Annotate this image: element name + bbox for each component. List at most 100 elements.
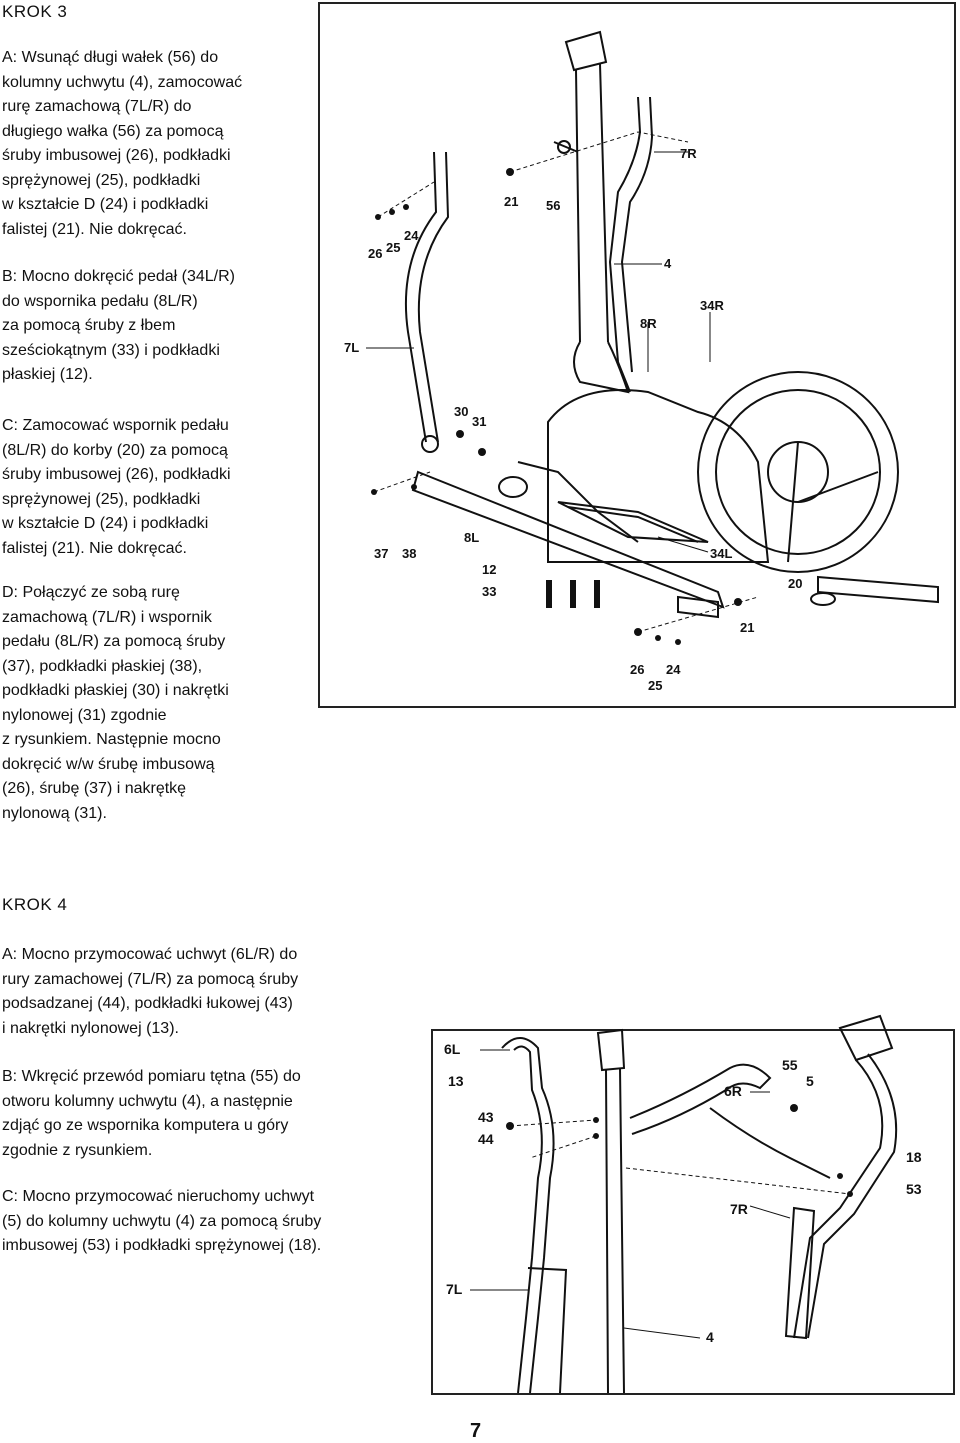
label-18: 18 <box>906 1149 922 1165</box>
console-bracket <box>596 1028 626 1072</box>
label-12: 12 <box>482 562 496 577</box>
label-4-step4: 4 <box>706 1329 714 1345</box>
page-number: 7 <box>470 1420 482 1442</box>
nut-31 <box>478 448 486 456</box>
leader-4-4 <box>623 1327 701 1339</box>
label-7R-step4: 7R <box>730 1201 748 1217</box>
label-24-top: 24 <box>404 228 419 243</box>
pedal-rail-left <box>411 470 725 609</box>
diagram-frame <box>318 2 956 708</box>
frame-housing <box>547 389 770 563</box>
washer-25-top <box>389 209 395 215</box>
pulse-wire-55 <box>790 1104 798 1112</box>
leader-34L <box>657 536 709 553</box>
step4-heading: KROK 4 <box>2 895 68 914</box>
step4-instruction-c: C: Mocno przymocować nieruchomy uchwyt (… <box>2 1188 322 1254</box>
label-4: 4 <box>664 256 672 271</box>
step4-diagram-svg: 6L 13 43 44 6R 55 5 18 53 7R 7L 4 <box>431 1014 955 1395</box>
label-26-bottom: 26 <box>630 662 644 677</box>
label-20: 20 <box>788 576 802 591</box>
label-53: 53 <box>906 1181 922 1197</box>
pedal-tread <box>567 506 699 543</box>
handle-6L-inner <box>513 1045 543 1394</box>
crank-arm <box>787 441 879 563</box>
rail-roller <box>498 476 528 498</box>
step4-instruction-b: B: Wkręcić przewód pomiaru tętna (55) do… <box>2 1068 301 1159</box>
label-5: 5 <box>806 1073 814 1089</box>
step3-diagram-svg: 7R 21 56 26 25 24 4 34R 8R 7L 30 31 8L 3… <box>318 2 956 708</box>
hex-bolt-33b <box>570 580 576 608</box>
label-34L: 34L <box>710 546 732 561</box>
fixed-handlebar-5 <box>629 1063 772 1135</box>
stabilizer-foot <box>810 592 836 606</box>
label-7R: 7R <box>680 146 697 161</box>
flywheel-cover <box>697 371 899 573</box>
diagram-frame-4 <box>431 1029 955 1395</box>
label-25-bottom: 25 <box>648 678 662 693</box>
wave-washer-21-bottom <box>734 598 742 606</box>
handle-6R <box>793 1053 898 1339</box>
washer-25-bottom <box>655 635 661 641</box>
label-26-top: 26 <box>368 246 382 261</box>
pedal-rail-right <box>517 461 639 543</box>
fixed-handlebar-5-lower <box>709 1107 831 1179</box>
label-13: 13 <box>448 1073 464 1089</box>
leader-bolt-53 <box>625 1167 851 1195</box>
rear-stabilizer <box>817 575 939 604</box>
label-33: 33 <box>482 584 496 599</box>
leader-shaft-line <box>509 131 689 173</box>
pedal-34L <box>557 501 709 543</box>
leader-7R-4 <box>749 1205 791 1219</box>
label-7L: 7L <box>344 340 359 355</box>
label-30: 30 <box>454 404 468 419</box>
arm-7L <box>527 1267 568 1394</box>
label-44: 44 <box>478 1131 494 1147</box>
shaft-end <box>557 140 571 154</box>
pedal-bracket-end <box>677 595 719 619</box>
label-38: 38 <box>402 546 416 561</box>
label-37: 37 <box>374 546 388 561</box>
label-7L-step4: 7L <box>446 1281 463 1297</box>
swing-arm-left <box>405 151 450 443</box>
arm-left-pivot <box>421 435 439 453</box>
label-55: 55 <box>782 1057 798 1073</box>
washer-38 <box>411 484 417 490</box>
label-34R: 34R <box>700 298 724 313</box>
label-6R: 6R <box>724 1083 742 1099</box>
hex-bolt-33a <box>546 580 552 608</box>
label-24-bottom: 24 <box>666 662 681 677</box>
handlebar-column <box>575 63 609 343</box>
leader-bolt-37-line <box>373 471 431 493</box>
label-21-top: 21 <box>504 194 518 209</box>
step3-instruction-a: A: Wsunąć długi wałek (56) do kolumny uc… <box>2 49 243 238</box>
column-base <box>573 341 630 394</box>
step3-instruction-c: C: Zamocować wspornik pedału (8L/R) do k… <box>2 417 231 557</box>
console-plate <box>564 30 608 72</box>
arm-7R <box>784 1206 816 1340</box>
label-21-bottom: 21 <box>740 620 754 635</box>
step4-instruction-a: A: Mocno przymocować uchwyt (6L/R) do ru… <box>2 946 299 1037</box>
washer-24-top <box>403 204 409 210</box>
washer-30 <box>456 430 464 438</box>
handle-6R-grip <box>838 1014 894 1062</box>
washer-24-bottom <box>675 639 681 645</box>
flywheel-inner <box>715 389 881 555</box>
step4-assembly-diagram: 6L 13 43 44 6R 55 5 18 53 7R 7L 4 <box>410 1008 955 1403</box>
label-8R: 8R <box>640 316 657 331</box>
label-25-top: 25 <box>386 240 400 255</box>
spring-washer-18 <box>837 1173 843 1179</box>
step3-assembly-diagram: 7R 21 56 26 25 24 4 34R 8R 7L 30 31 8L 3… <box>318 2 956 708</box>
label-8L: 8L <box>464 530 479 545</box>
leader-bolt-line-top <box>377 181 435 218</box>
handlebar-column-4 <box>605 1067 625 1394</box>
label-43: 43 <box>478 1109 494 1125</box>
handle-6L-outer <box>501 1037 555 1394</box>
step3-instruction-d: D: Połączyć ze sobą rurę zamachową (7L/R… <box>2 584 229 822</box>
step3-instruction-b: B: Mocno dokręcić pedał (34L/R) do wspor… <box>2 268 235 383</box>
label-56: 56 <box>546 198 560 213</box>
label-31: 31 <box>472 414 486 429</box>
label-6L: 6L <box>444 1041 461 1057</box>
swing-arm-right <box>608 96 654 393</box>
hex-bolt-33c <box>594 580 600 608</box>
step3-heading: KROK 3 <box>2 2 68 21</box>
